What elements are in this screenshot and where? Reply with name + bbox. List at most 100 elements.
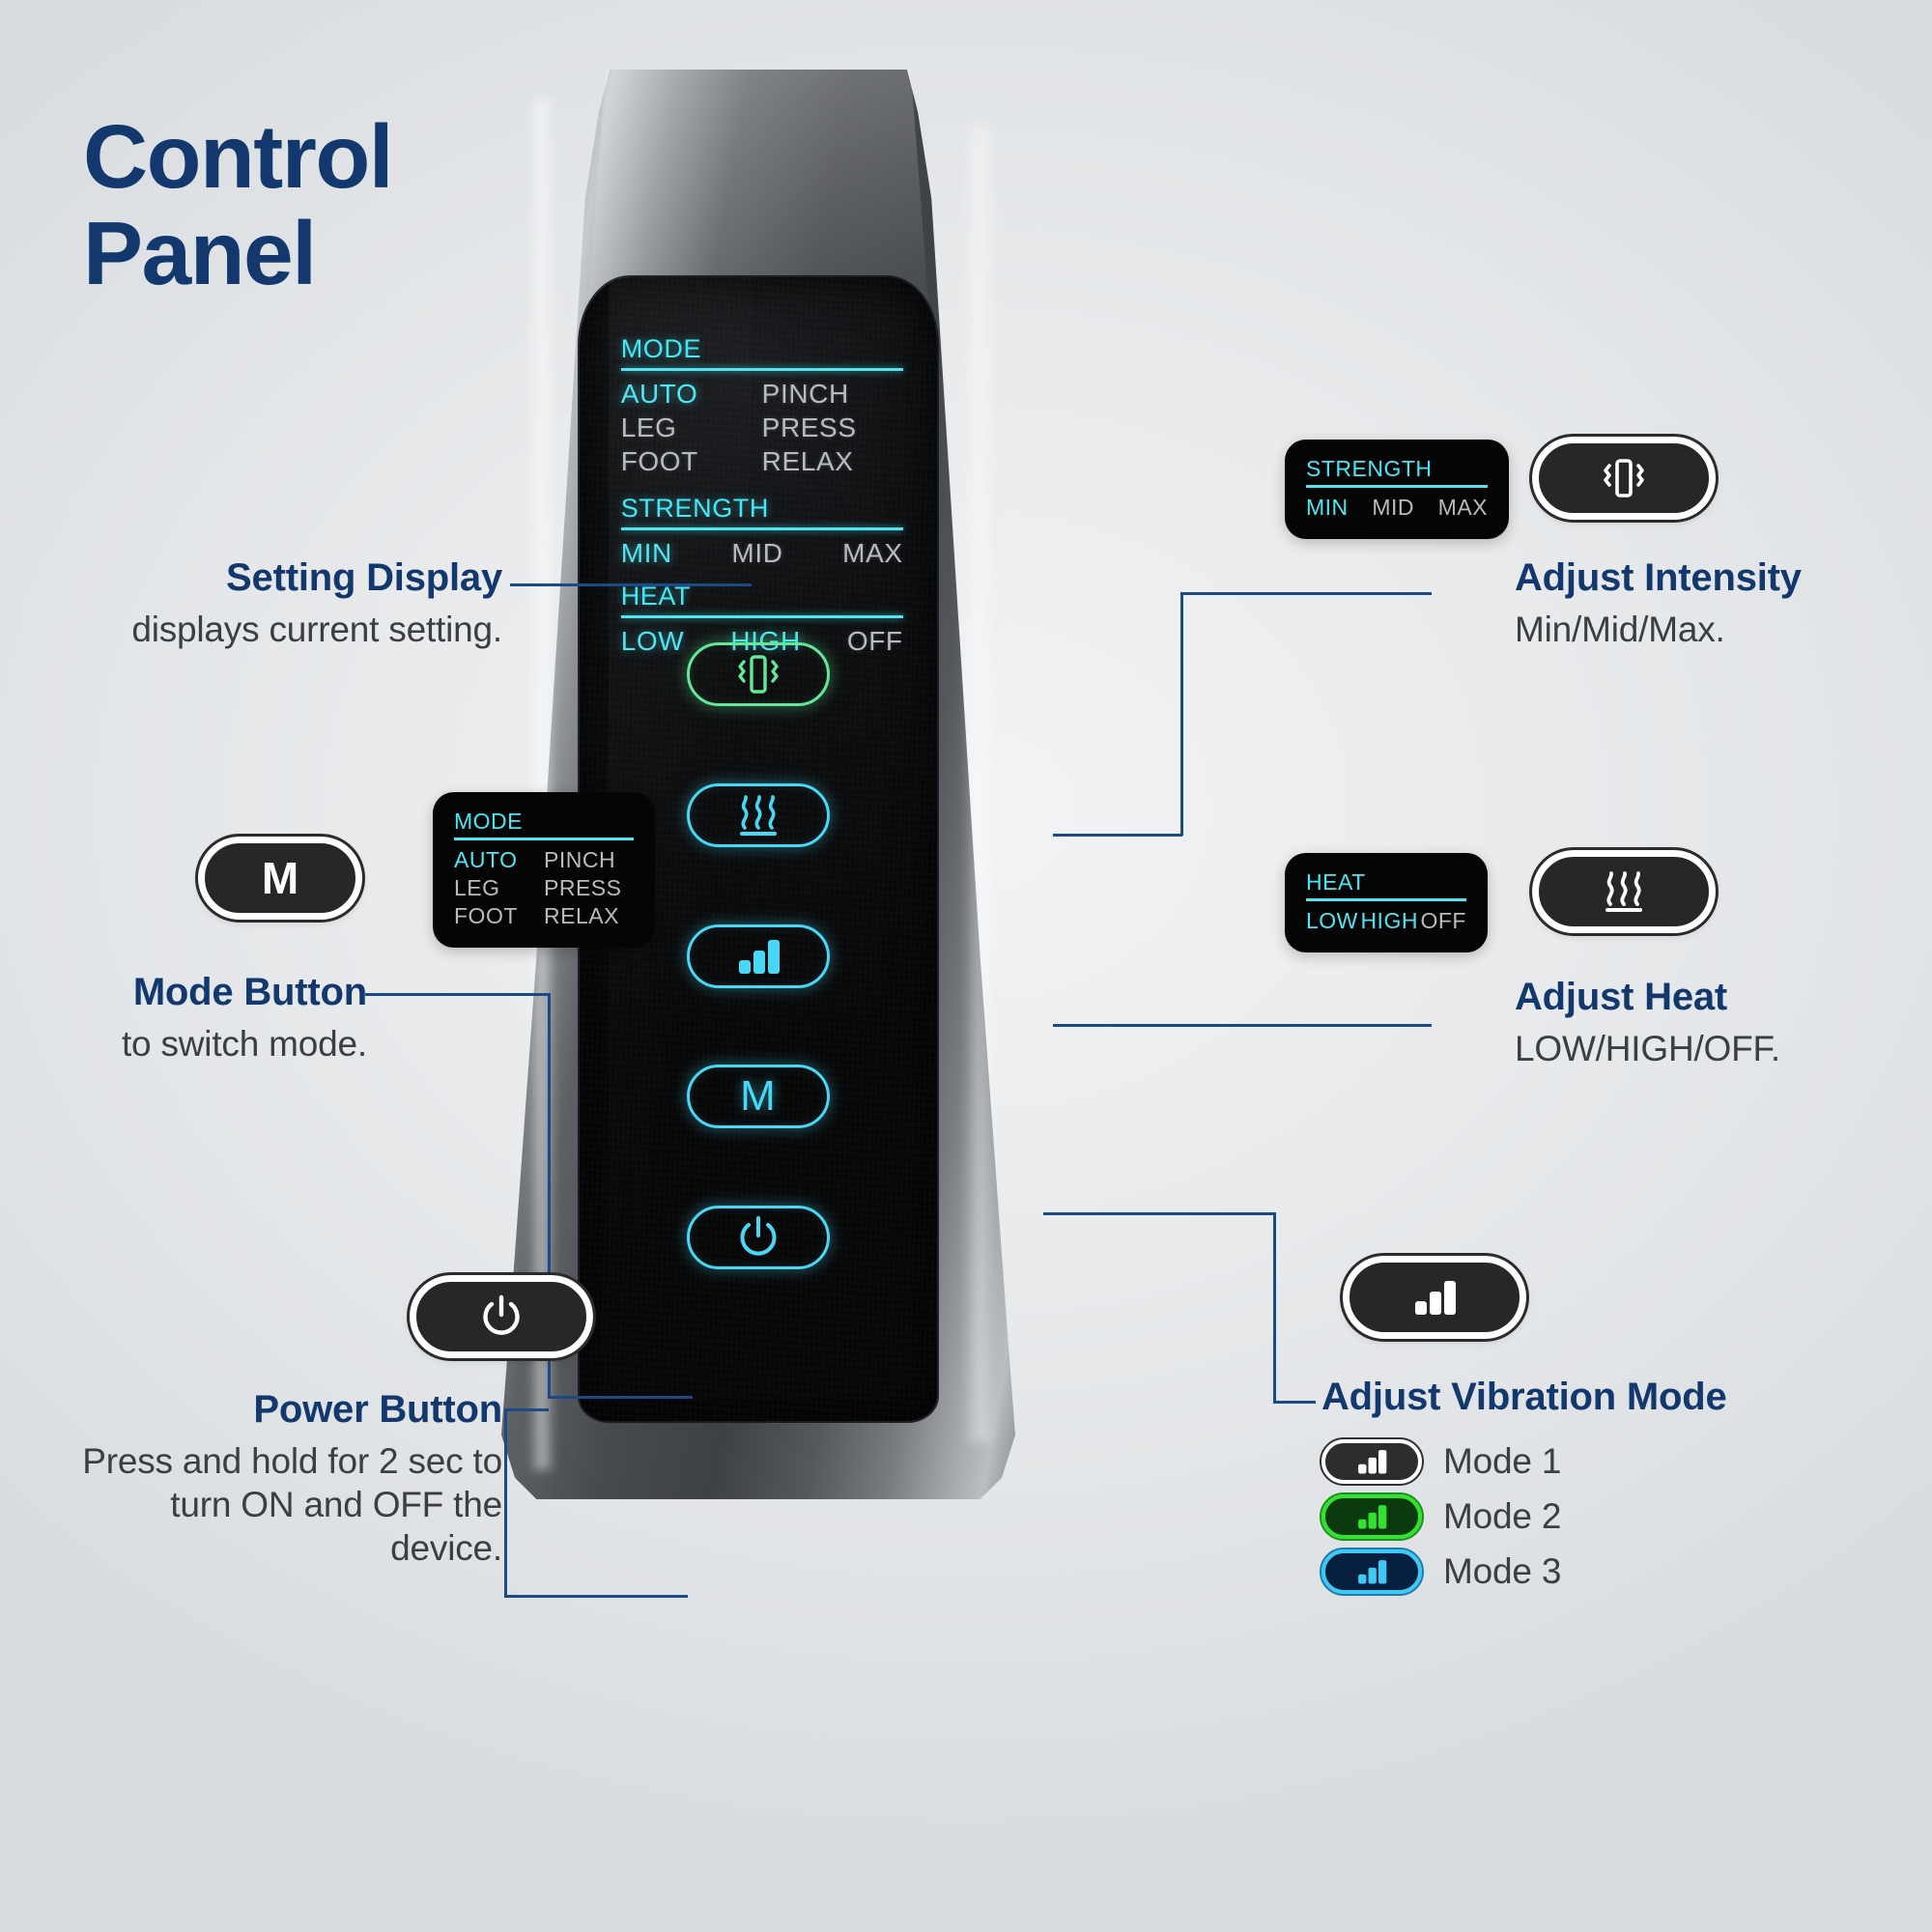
leader-intensity-h2 (1053, 834, 1182, 837)
display-strength-rule (620, 526, 903, 530)
leader-power-h (504, 1595, 688, 1598)
heat-waves-icon (1605, 871, 1642, 912)
page-title-line1: Control (83, 106, 394, 207)
vibration-mode-legend: Mode 1 Mode 2 (1320, 1437, 1920, 1596)
callout-adjust-vibration-mode: Adjust Vibration Mode Mode 1 (1320, 1376, 1920, 1605)
mode-badge-auto: AUTO (454, 847, 518, 872)
display-option-leg: LEG (620, 412, 677, 442)
setting-display-body: displays current setting. (131, 610, 502, 649)
device-button-power[interactable] (686, 1206, 830, 1269)
vibration-mode-button-pill[interactable] (1340, 1253, 1529, 1342)
leader-setting-display (510, 583, 752, 586)
mode-badge-foot: FOOT (454, 903, 518, 928)
callout-power-button: Power Button Press and hold for 2 sec to… (58, 1388, 502, 1570)
strength-badge: STRENGTH MIN MID MAX (1285, 440, 1509, 539)
setting-display-screen: MODE AUTO PINCH LEG PRESS FOOT RELAX STR… (620, 333, 903, 673)
mode-3-pill[interactable] (1320, 1548, 1424, 1596)
leader-heat-h (1053, 1024, 1432, 1027)
power-button-body-line1: Press and hold for 2 sec to (82, 1441, 502, 1481)
mode-button-heading: Mode Button (132, 971, 367, 1013)
display-mode-options: AUTO PINCH LEG PRESS FOOT RELAX (621, 379, 903, 477)
heat-badge-rule (1306, 898, 1466, 901)
display-option-min: MIN (620, 537, 672, 568)
strength-badge-rule (1306, 485, 1488, 488)
letter-m-icon: M (740, 1072, 777, 1121)
display-mode-heading: MODE (620, 333, 702, 363)
mode-badge: MODE AUTO PINCH LEG PRESS FOOT RELAX (433, 792, 655, 948)
power-icon (740, 1216, 777, 1256)
legend-item-mode-3: Mode 3 (1320, 1548, 1920, 1596)
display-option-relax: RELAX (761, 445, 854, 476)
display-section-heat: HEAT LOW HIGH OFF (620, 582, 903, 657)
adjust-heat-heading: Adjust Heat (1515, 976, 1728, 1018)
device-button-mode[interactable]: M (686, 1065, 830, 1129)
mode-badge-heading: MODE (454, 809, 523, 834)
mode-button-pill[interactable]: M (195, 834, 365, 923)
mode-1-pill[interactable] (1320, 1437, 1424, 1486)
mode-badge-options: AUTO PINCH LEG PRESS FOOT RELAX (454, 847, 634, 929)
device-button-vibration-mode[interactable] (686, 923, 830, 988)
leader-vib-h2 (1273, 1401, 1316, 1404)
mode-2-pill[interactable] (1320, 1492, 1424, 1541)
power-button-heading: Power Button (253, 1388, 502, 1431)
display-option-auto: AUTO (620, 378, 698, 409)
setting-display-heading: Setting Display (226, 556, 502, 599)
display-option-press: PRESS (761, 412, 857, 442)
mode-pill-label: M (261, 853, 299, 903)
bars-icon (738, 939, 780, 974)
mode-badge-relax: RELAX (544, 903, 619, 928)
bars-icon (1415, 1281, 1456, 1315)
vibration-icon (738, 655, 779, 695)
leader-mode-v (548, 993, 551, 1399)
mode-badge-leg: LEG (454, 875, 500, 900)
heat-button-pill[interactable] (1529, 847, 1719, 936)
device-left-edge-highlight (528, 98, 555, 1471)
leader-vib-v (1273, 1212, 1276, 1404)
strength-badge-mid: MID (1372, 495, 1414, 520)
leader-intensity-v (1180, 592, 1183, 836)
adjust-intensity-body: Min/Mid/Max. (1515, 610, 1725, 649)
leader-intensity-h (1180, 592, 1432, 595)
display-option-mid: MID (731, 537, 783, 568)
mode-badge-rule (454, 838, 634, 840)
mode-3-label: Mode 3 (1443, 1551, 1562, 1591)
heat-badge-off: OFF (1420, 908, 1466, 933)
page-title: Control Panel (83, 106, 394, 302)
power-icon (483, 1294, 520, 1335)
leader-mode-h2 (548, 1396, 693, 1399)
heat-badge-high: HIGH (1360, 908, 1418, 933)
leader-mode-h (365, 993, 551, 996)
strength-badge-options: MIN MID MAX (1306, 495, 1488, 521)
intensity-button-pill[interactable] (1529, 434, 1719, 523)
leader-power-v (504, 1408, 507, 1598)
mode-badge-press: PRESS (544, 875, 622, 900)
display-heat-options: LOW HIGH OFF (621, 626, 903, 657)
heat-badge-heading: HEAT (1306, 869, 1366, 895)
heat-waves-icon (739, 795, 777, 837)
bars-icon (1358, 1505, 1387, 1529)
device-right-edge-highlight (963, 127, 997, 1442)
adjust-vibration-mode-heading: Adjust Vibration Mode (1321, 1376, 1727, 1418)
callout-adjust-intensity: Adjust Intensity Min/Mid/Max. (1515, 556, 1920, 651)
strength-badge-heading: STRENGTH (1306, 456, 1433, 481)
strength-badge-min: MIN (1306, 495, 1349, 520)
display-option-max: MAX (842, 537, 903, 568)
power-button-body-line2: turn ON and OFF the device. (170, 1485, 502, 1569)
callout-mode-button: Mode Button to switch mode. (39, 971, 367, 1065)
legend-item-mode-1: Mode 1 (1320, 1437, 1920, 1486)
display-option-foot: FOOT (620, 445, 698, 476)
callout-setting-display: Setting Display displays current setting… (116, 556, 502, 651)
strength-badge-max: MAX (1437, 495, 1488, 520)
device-button-heat[interactable] (686, 783, 830, 848)
display-mode-rule (620, 367, 903, 371)
vibration-icon (1604, 459, 1644, 497)
display-option-high: HIGH (730, 625, 801, 656)
display-heat-rule (620, 614, 903, 618)
leader-power-stub (504, 1408, 549, 1411)
adjust-intensity-heading: Adjust Intensity (1515, 556, 1802, 599)
bars-icon (1358, 1450, 1387, 1474)
power-button-pill[interactable] (407, 1272, 596, 1361)
adjust-heat-body: LOW/HIGH/OFF. (1515, 1029, 1780, 1068)
display-section-mode: MODE AUTO PINCH LEG PRESS FOOT RELAX (620, 333, 903, 477)
device-button-intensity[interactable] (686, 642, 830, 707)
